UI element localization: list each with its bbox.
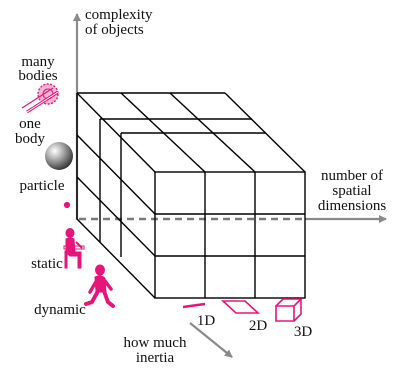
parallelogram-icon: [220, 300, 261, 314]
box-icon: [275, 298, 303, 322]
horizontal-axis-label-line1: number of: [321, 168, 383, 184]
many-bodies-label-line1: many: [21, 54, 55, 70]
dimension-label-1d: 1D: [197, 313, 216, 329]
diagonal-axis: [189, 322, 233, 358]
horizontal-axis-label-line3: dimensions: [318, 198, 386, 214]
horizontal-axis-label-line2: spatial: [332, 183, 371, 199]
diagonal-axis-label-line1: how much: [124, 335, 187, 351]
cube-front-face: [154, 171, 306, 299]
dot-icon: [63, 201, 71, 209]
static-label: static: [31, 256, 63, 272]
dimension-label-2d: 2D: [249, 318, 268, 334]
diagonal-axis-label-line2: inertia: [136, 350, 175, 366]
dynamic-label: dynamic: [34, 302, 86, 318]
many-bodies-label-line2: bodies: [18, 68, 57, 84]
line-segment-icon: [182, 302, 206, 309]
vertical-axis-label-line2: of objects: [85, 22, 144, 38]
sitting-figure-icon: [63, 228, 85, 269]
sphere-icon: [45, 142, 73, 170]
cube-side-face: [76, 119, 156, 299]
cube-back-face: [76, 92, 225, 219]
dimension-label-3d: 3D: [294, 324, 313, 340]
one-body-label-line2: body: [15, 131, 46, 147]
particle-label: particle: [20, 178, 65, 194]
cube-top-face: [76, 92, 306, 173]
walking-figure-icon: [84, 264, 115, 308]
gear-cluster-icon: [21, 83, 59, 114]
vertical-axis-label-line1: complexity: [85, 7, 153, 23]
one-body-label-line1: one: [19, 116, 41, 132]
